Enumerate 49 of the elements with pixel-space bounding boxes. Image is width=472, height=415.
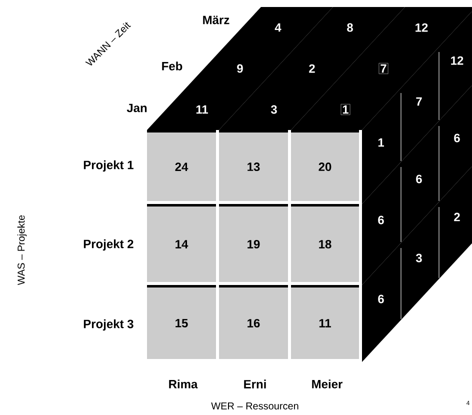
node-label: 6 xyxy=(378,294,384,304)
node-label: 6 xyxy=(454,134,460,142)
node-label: 8 xyxy=(347,23,353,32)
node-label: 7 xyxy=(380,64,386,73)
node-label: 2 xyxy=(454,212,460,222)
month-label: Jan xyxy=(126,104,147,112)
node-label: 3 xyxy=(270,105,277,114)
column-label: Meier xyxy=(312,380,342,388)
cube-top-face: 12 xyxy=(367,7,472,50)
node-label: 6 xyxy=(416,174,422,184)
axis-title: WER – Ressourcen xyxy=(211,402,298,410)
cube-top-face: 7 xyxy=(329,48,438,91)
row-label: Projekt 3 xyxy=(84,319,134,331)
cube-side-face: 6 xyxy=(362,244,400,362)
column-label: Rima xyxy=(169,380,198,388)
cube-side-face: 6 xyxy=(400,122,438,244)
node-label: 6 xyxy=(378,216,384,224)
cube-front-cell: 19 xyxy=(219,204,288,282)
month-label: Feb xyxy=(162,62,182,70)
row-label: Projekt 2 xyxy=(84,239,134,251)
axis-title: WAS – Projekte xyxy=(17,215,27,286)
node-label: 3 xyxy=(416,254,422,262)
cube-top-face: 9 xyxy=(185,48,295,91)
cube-front-cell: 24 xyxy=(147,130,216,202)
row-label: Projekt 1 xyxy=(84,160,134,172)
node-label: 12 xyxy=(451,56,464,65)
cube-front-cell: 20 xyxy=(291,130,359,202)
column-label: Erni xyxy=(244,380,266,388)
cube-front-cell: 15 xyxy=(147,285,216,359)
node-label: 7 xyxy=(416,97,422,106)
cube-side-face: 7 xyxy=(400,48,438,163)
cube-front-cell: 13 xyxy=(219,130,288,202)
cube-front-cell: 14 xyxy=(147,204,216,282)
node-label: 12 xyxy=(416,23,428,32)
cube-top-face: 8 xyxy=(295,7,405,50)
cube-side-face: 3 xyxy=(400,203,438,321)
node-label: 9 xyxy=(237,64,243,73)
cube-side-face: 6 xyxy=(362,163,400,285)
cube-top-face: 2 xyxy=(257,48,367,91)
cube-front-cell: 11 xyxy=(291,285,359,359)
node-label: 1 xyxy=(342,105,348,114)
cube-side-face: 1 xyxy=(362,89,400,204)
node-label: 2 xyxy=(309,64,315,73)
node-label: 11 xyxy=(196,105,208,114)
cube-front-cell: 18 xyxy=(291,204,359,282)
cube-front-cell: 16 xyxy=(219,285,288,359)
node-label: 1 xyxy=(378,138,384,147)
cube-top-face: 1 xyxy=(291,89,400,130)
node-label: 4 xyxy=(274,23,282,32)
